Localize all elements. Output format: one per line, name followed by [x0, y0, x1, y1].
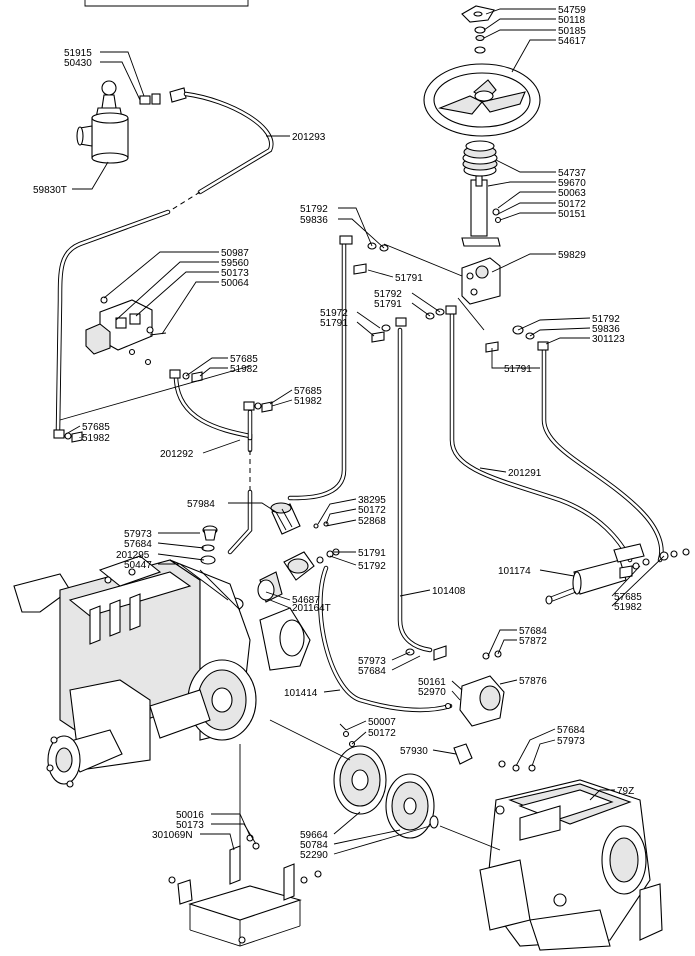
part-label: 59830T [33, 185, 67, 196]
part-label: 54687 [292, 595, 320, 606]
part-label: 201291 [508, 468, 542, 479]
part-label: 51791 [320, 318, 348, 329]
part-label: 59670 [558, 178, 586, 189]
part-label: 50172 [368, 728, 396, 739]
part-label: 201293 [292, 132, 326, 143]
leader-lines [65, 8, 665, 855]
part-label: 301069N [152, 830, 193, 841]
part-label: 57973 [557, 736, 585, 747]
part-label: 57685 [614, 592, 642, 603]
clutch-assembly [333, 723, 439, 839]
part-label: 51792 [374, 289, 402, 300]
part-label: 52970 [418, 687, 446, 698]
part-label: 50430 [64, 58, 92, 69]
part-label: 57984 [187, 499, 215, 510]
part-label: 59836 [300, 215, 328, 226]
part-label: 50161 [418, 677, 446, 688]
part-number-labels: 54759 50118 50185 54617 51915 50430 2012… [33, 5, 642, 861]
part-label: 57685 [230, 354, 258, 365]
part-label: 50172 [358, 505, 386, 516]
part-label: 51792 [592, 314, 620, 325]
part-label: 57684 [557, 725, 585, 736]
engine [479, 779, 663, 951]
assembly-guide-lines [59, 243, 501, 851]
part-label: 50016 [176, 810, 204, 821]
part-label: 54737 [558, 168, 586, 179]
part-label: 51982 [230, 364, 258, 375]
joystick-valve [76, 80, 187, 164]
part-label: 57684 [519, 626, 547, 637]
part-label: 79Z [617, 786, 634, 797]
transmission-housing [13, 555, 311, 788]
part-label: 52290 [300, 850, 328, 861]
control-valve-block [85, 296, 167, 366]
part-label: 57684 [124, 539, 152, 550]
part-label: 101174 [498, 566, 531, 577]
part-label: 50447 [124, 560, 152, 571]
part-label: 38295 [358, 495, 386, 506]
part-label: 57685 [294, 386, 322, 397]
part-label: 50118 [558, 15, 586, 26]
part-label: 51972 [320, 308, 348, 319]
steering-wheel-assembly [423, 5, 541, 137]
part-label: 201295 [116, 550, 150, 561]
part-label: 51791 [358, 548, 386, 559]
part-label: 50784 [300, 840, 328, 851]
part-label: 50173 [176, 820, 204, 831]
steering-valve [461, 257, 501, 305]
part-label: 51792 [358, 561, 386, 572]
filter-assembly [200, 502, 340, 611]
part-label: 57684 [358, 666, 386, 677]
part-label: 50007 [368, 717, 396, 728]
part-label: 57872 [519, 636, 547, 647]
steering-column [461, 140, 502, 247]
part-label: 52868 [358, 516, 386, 527]
part-label: 50173 [221, 268, 249, 279]
part-label: 51792 [300, 204, 328, 215]
steering-cylinder [545, 543, 690, 605]
part-label: 57973 [124, 529, 152, 540]
part-label: 50172 [558, 199, 586, 210]
part-label: 51982 [614, 602, 642, 613]
part-label: 51791 [504, 364, 532, 375]
part-label: 50064 [221, 278, 249, 289]
hydraulic-hoses [55, 91, 664, 713]
part-label: 57973 [358, 656, 386, 667]
part-label: 59664 [300, 830, 328, 841]
hydraulic-pump [405, 645, 536, 772]
part-label: 101414 [284, 688, 318, 699]
part-label: 51791 [374, 299, 402, 310]
part-label: 54759 [558, 5, 586, 16]
part-label: 57930 [400, 746, 428, 757]
title-box-edge [84, 0, 249, 7]
part-label: 50987 [221, 248, 249, 259]
part-label: 59836 [592, 324, 620, 335]
part-label: 201164T [292, 603, 331, 614]
part-label: 50185 [558, 26, 586, 37]
part-label: 51982 [294, 396, 322, 407]
part-label: 51791 [395, 273, 423, 284]
part-label: 301123 [592, 334, 625, 345]
part-label: 101408 [432, 586, 466, 597]
part-label: 59560 [221, 258, 249, 269]
part-label: 54617 [558, 36, 586, 47]
part-label: 51915 [64, 48, 92, 59]
support-frame [168, 834, 322, 947]
part-label: 57685 [82, 422, 110, 433]
part-label: 57876 [519, 676, 547, 687]
part-label: 59829 [558, 250, 586, 261]
part-label: 201292 [160, 449, 194, 460]
part-label: 50063 [558, 188, 586, 199]
part-label: 51982 [82, 433, 110, 444]
part-label: 50151 [558, 209, 586, 220]
